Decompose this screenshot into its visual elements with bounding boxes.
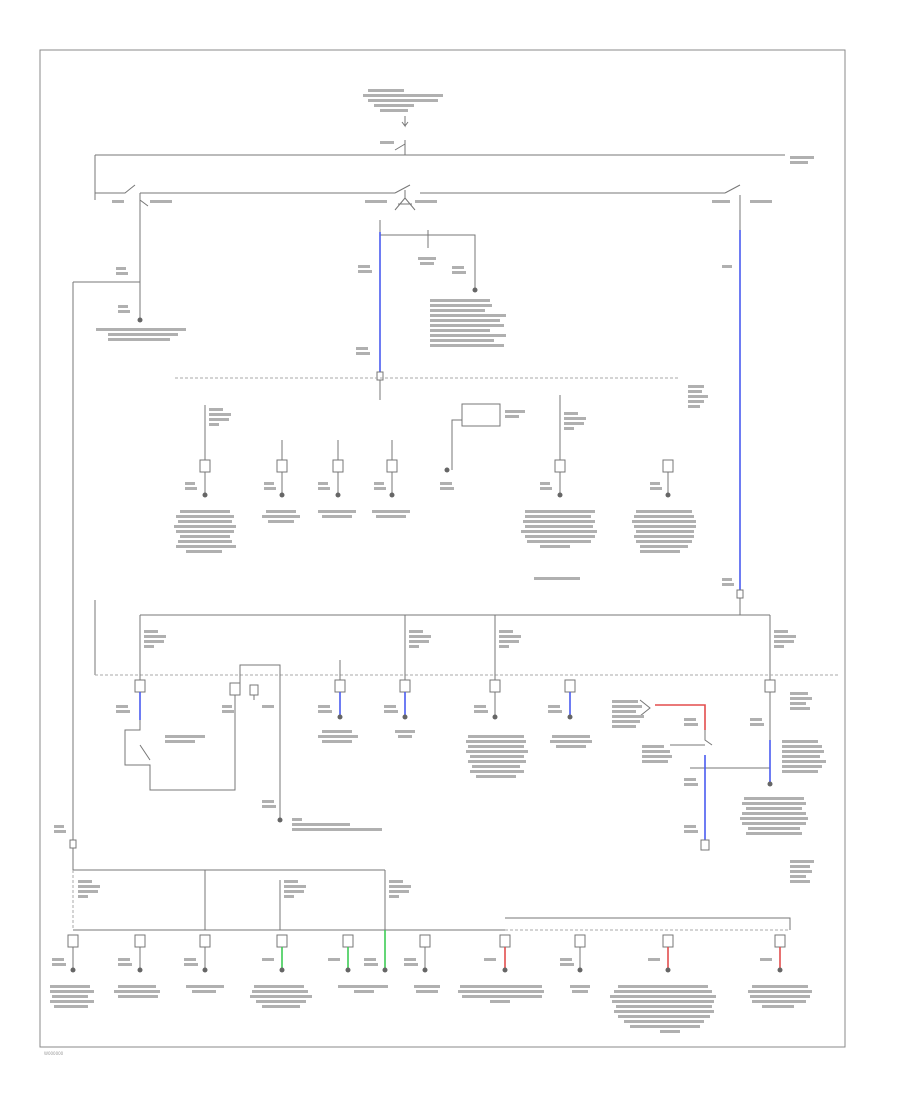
fuse-row-2 [116, 660, 826, 883]
fuse-row-3 [67, 930, 786, 973]
switch-left [95, 184, 395, 290]
diagram-frame [39, 49, 846, 1048]
fuse-row-1-captions [174, 510, 696, 580]
fuse-row-1 [185, 395, 674, 498]
switch-center [365, 184, 725, 270]
switch-right [712, 184, 772, 230]
ignition-switch-label: IGNITION SWITCH [405, 88, 440, 93]
fuse-row-3-captions [50, 958, 812, 1033]
figure-code: W000000 [44, 1051, 64, 1056]
ignition-switch-block: IGNITION SWITCH [363, 88, 814, 164]
